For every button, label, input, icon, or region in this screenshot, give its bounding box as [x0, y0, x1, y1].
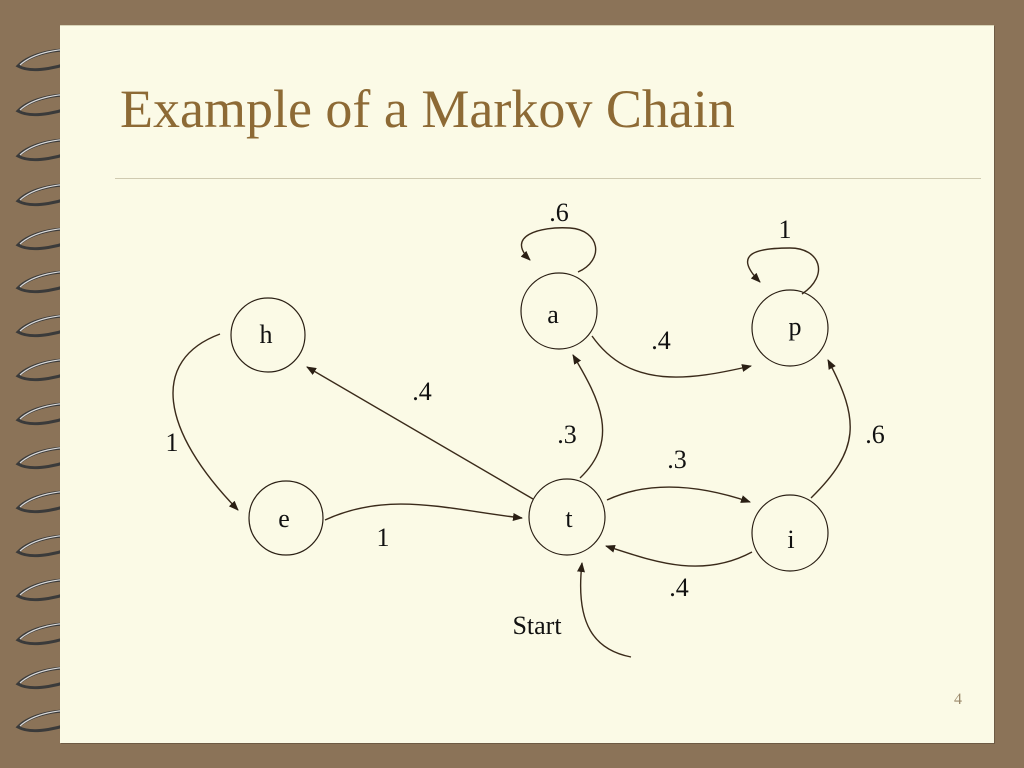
edge-i-p: [810, 359, 851, 499]
node-h: h: [230, 297, 306, 373]
node-t-label: t: [565, 504, 573, 533]
edge-a-p: [591, 335, 752, 378]
slide-title: Example of a Markov Chain: [120, 79, 735, 139]
slide-number: 4: [954, 691, 962, 708]
edge-p-p: [746, 247, 820, 295]
node-a: a: [520, 272, 598, 350]
edge-h-e: [172, 333, 239, 511]
title-divider: [115, 178, 981, 179]
edge-start-t: [577, 562, 632, 658]
edge-label-p-p: 1: [779, 215, 792, 244]
node-h-label: h: [260, 320, 273, 349]
node-i: i: [751, 494, 829, 572]
edge-t-a: [572, 354, 604, 479]
edge-label-a-p: .4: [651, 326, 671, 355]
edge-label-i-p: .6: [865, 420, 885, 449]
node-p-label: p: [789, 312, 802, 341]
edge-label-t-h: .4: [412, 377, 432, 406]
node-e: e: [248, 480, 324, 556]
edge-a-a: [520, 227, 597, 273]
edge-label-a-a: .6: [549, 198, 569, 227]
edge-i-t: [605, 544, 753, 567]
edge-e-t: [324, 503, 523, 521]
edge-label-t-a: .3: [557, 420, 577, 449]
node-e-label: e: [278, 504, 290, 533]
edge-label-e-t: 1: [377, 523, 390, 552]
edge-t-h: [306, 366, 534, 500]
node-t: t: [528, 478, 606, 556]
node-p: p: [751, 289, 829, 367]
node-i-label: i: [787, 525, 794, 554]
edge-label-h-e: 1: [166, 428, 179, 457]
start-label: Start: [512, 611, 562, 640]
edge-label-i-t: .4: [669, 573, 689, 602]
slide-page: [60, 25, 994, 743]
edge-t-i: [606, 486, 751, 503]
edge-label-t-i: .3: [667, 445, 687, 474]
node-a-label: a: [547, 300, 559, 329]
